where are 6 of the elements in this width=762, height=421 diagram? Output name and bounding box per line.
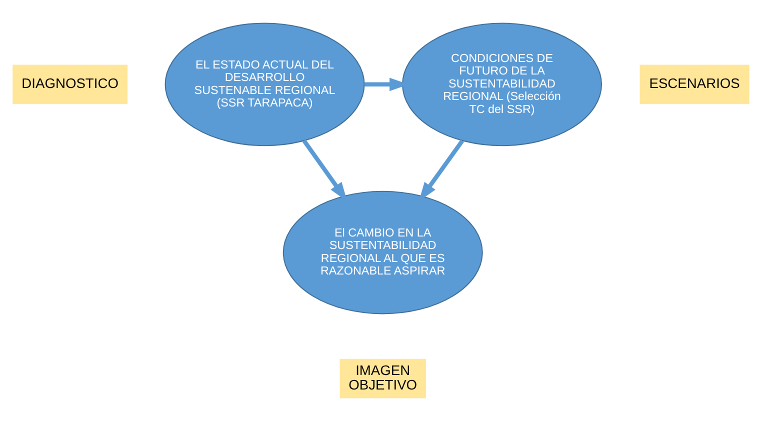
node-box: IMAGEN OBJETIVO	[340, 358, 426, 398]
node-ellipse: El CAMBIO EN LA SUSTENTABILIDAD REGIONAL AL QUE ES RAZONABLE ASPIRAR	[282, 190, 483, 314]
node-box: DIAGNOSTICO	[12, 64, 128, 104]
node-box: ESCENARIOS	[640, 64, 750, 104]
node-ellipse: EL ESTADO ACTUAL DEL DESARROLLO SUSTENABLE REGIONAL (SSR TARAPACA)	[164, 22, 365, 146]
node-ellipse: CONDICIONES DE FUTURO DE LA SUSTENTABILIDAD REGIONAL (Selección TC del SSR)	[402, 22, 602, 146]
